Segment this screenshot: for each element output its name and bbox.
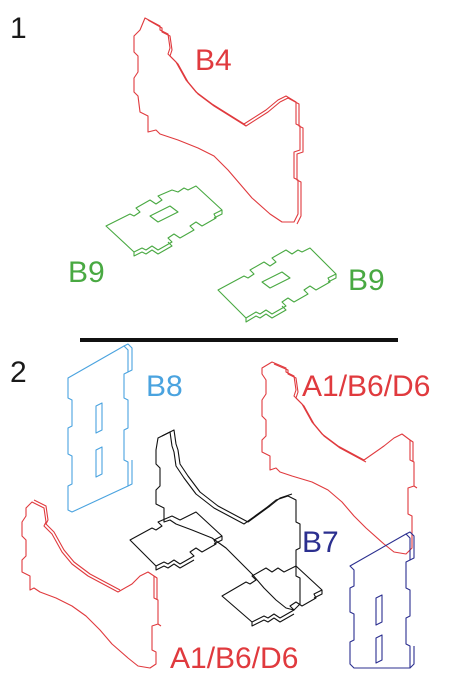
b9-left-part <box>105 185 223 257</box>
b4-part <box>133 17 304 225</box>
b8-label: B8 <box>146 370 183 403</box>
a1-bottom-part <box>21 499 162 669</box>
step-number-1: 1 <box>10 12 27 45</box>
b7-part <box>129 429 323 627</box>
a1-top-label: A1/B6/D6 <box>302 370 430 403</box>
step-number-2: 2 <box>10 356 27 389</box>
b9-left-label: B9 <box>68 256 105 289</box>
a1-bottom-label: A1/B6/D6 <box>170 642 298 675</box>
b9-right-part <box>217 247 337 323</box>
b9-right-label: B9 <box>348 264 385 297</box>
b8-part <box>67 343 133 513</box>
b7-label: B7 <box>302 526 339 559</box>
a1-top-part <box>261 361 418 555</box>
b4-label: B4 <box>195 44 232 77</box>
b8-navy-part <box>349 531 415 669</box>
